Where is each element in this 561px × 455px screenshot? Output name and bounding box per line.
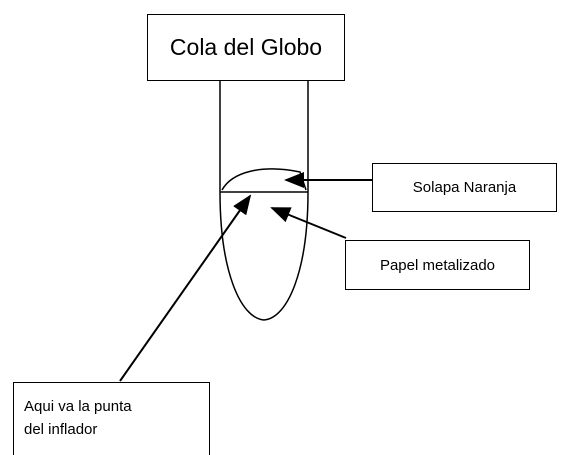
punta-arrow xyxy=(119,194,252,382)
solapa-label: Solapa Naranja xyxy=(412,179,517,196)
diagram-title: Cola del Globo xyxy=(169,34,323,60)
solapa-label-box: Solapa Naranja xyxy=(372,163,557,212)
papel-label: Papel metalizado xyxy=(379,256,496,274)
punta-label-line1: Aqui va la punta xyxy=(24,398,132,415)
balloon-tail-shape xyxy=(219,81,309,321)
punta-label-line2: del inflador xyxy=(24,421,98,438)
orange-flap-shape xyxy=(221,168,307,191)
title-box: Cola del Globo xyxy=(147,14,345,81)
papel-label-box: Papel metalizado xyxy=(345,240,530,290)
papel-arrow xyxy=(270,207,347,239)
punta-label-box: Aqui va la punta del inflador xyxy=(13,382,210,455)
